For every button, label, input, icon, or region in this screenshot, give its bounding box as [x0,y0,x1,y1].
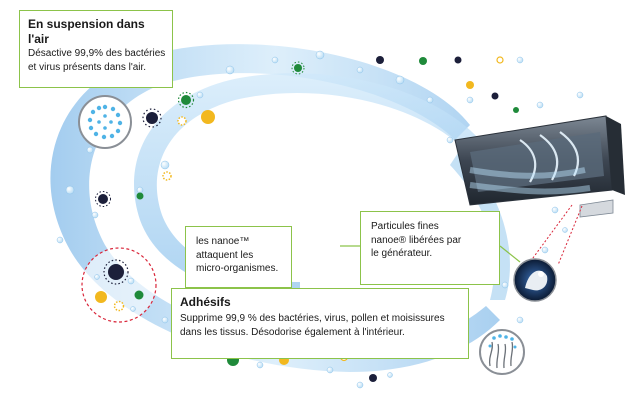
microbe-icon [491,92,499,100]
nanoe-particle [127,277,135,285]
nanoe-particle [395,75,405,85]
microbe-icon [134,290,144,300]
microbe-icon [136,192,144,200]
magnified-particle-ring-icon [78,95,132,149]
nanoe-particle [356,66,364,74]
nanoe-particle [196,91,204,99]
nanoe-particle [576,91,584,99]
nanoe-particle [501,281,509,289]
callout-fine-particles: Particules fines nanoe® libérées par le … [360,211,500,285]
nanoe-particle [65,185,75,195]
microbe-icon [113,300,125,312]
microbe-icon [177,91,195,109]
nanoe-particle [94,274,100,280]
nanoe-particle [161,316,169,324]
nanoe-particle [387,372,393,378]
nanoe-particle [466,96,474,104]
microbe-icon [142,108,162,128]
callout-air-title: En suspension dans l'air [28,17,145,46]
magnified-fabric-fibers-icon [479,329,525,375]
callout-pointers [340,245,521,263]
microbe-icon [177,116,187,126]
nanoe-particle [256,361,264,369]
nanoe-particle [315,50,325,60]
nanoe-particle [446,136,454,144]
nanoe-particle [326,366,334,374]
callout-particles-line-3: le générateur. [371,248,433,259]
nanoe-particle [130,306,136,312]
nanoe-particle [136,186,144,194]
callout-air-line-2: et virus présents dans l'air. [28,61,147,73]
microbe-icon [513,107,519,113]
nanoe-particle [160,160,170,170]
microbe-icon [466,81,474,89]
nanoe-particle [562,227,568,233]
nanoe-particle [516,56,524,64]
callout-air-line-1: Désactive 99,9% des bactéries [28,48,166,59]
callout-adhesifs-line-1: Supprime 99,9 % des bactéries, virus, po… [180,313,445,324]
microbe-icon [496,56,504,64]
microbe-icon [369,374,377,382]
nanoe-particle [271,56,279,64]
nanoe-particle [541,246,549,254]
callout-adhesifs: Adhésifs Supprime 99,9 % des bactéries, … [171,288,469,359]
microbe-icon [201,110,215,124]
air-conditioner-unit-icon [454,115,625,218]
connector-lines [529,204,583,266]
microbe-icon [103,259,129,285]
nanoe-particle [86,146,94,154]
microbe-icon [162,171,172,181]
nanoe-particle [56,236,64,244]
callout-attack-line-2: attaquent les [196,249,254,261]
callout-attack-line-1: les nanoe™ [196,236,250,247]
microbe-icon [291,61,305,75]
nanoe-particle [551,206,559,214]
nanoe-particle [516,316,524,324]
callout-adhesifs-title: Adhésifs [180,295,231,309]
microbe-icon [454,56,462,64]
callout-nanoe-attack: les nanoe™ attaquent les micro-organisme… [185,226,292,288]
dashed-focus-circle [81,247,157,323]
callout-air-suspension: En suspension dans l'air Désactive 99,9%… [19,10,173,88]
microbe-icon [376,56,384,64]
callout-particles-line-1: Particules fines [371,221,439,232]
microbe-icon [95,291,107,303]
nanoe-particles [56,50,584,389]
callout-adhesifs-line-2: dans les tissus. Désodorise également à … [180,326,405,338]
microbe-icon [419,57,427,65]
callout-attack-line-3: micro-organismes. [196,263,279,274]
magnified-nanoe-particle-icon [513,258,557,302]
callout-particles-line-2: nanoe® libérées par [371,234,462,246]
nanoe-particle [536,101,544,109]
nanoe-particle [356,381,364,389]
microbe-icon [95,191,111,207]
nanoe-particle [91,211,99,219]
nanoe-particle [225,65,235,75]
nanoe-particle [426,96,434,104]
